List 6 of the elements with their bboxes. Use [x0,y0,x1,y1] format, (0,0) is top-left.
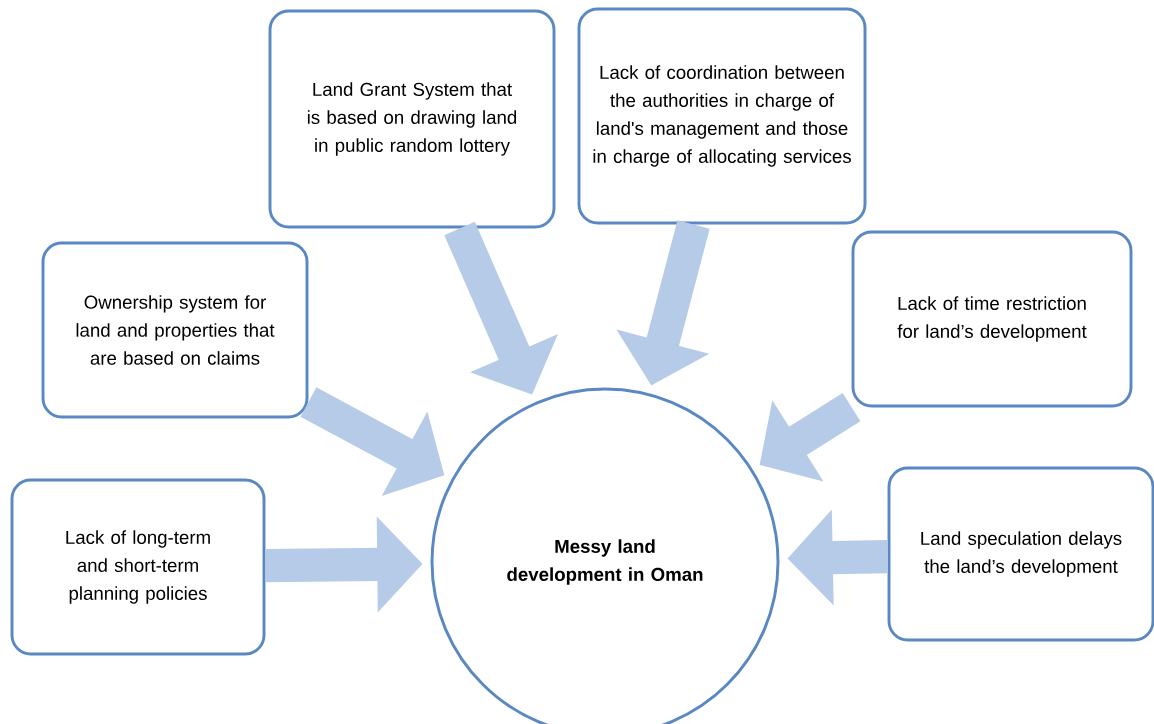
cause-box: Land speculation delays the land’s development [887,466,1154,642]
cause-box: Lack of coordination between the authorities in charge of land's management and those in charge of allocating services [577,7,867,225]
cause-box: Ownership system for land and properties that are based on claims [41,241,309,419]
cause-box: Land Grant System that is based on drawing land in public random lottery [268,9,556,229]
cause-box: Lack of time restriction for land’s development [851,230,1133,408]
cause-box: Lack of long-term and short-term planning policies [10,478,266,656]
